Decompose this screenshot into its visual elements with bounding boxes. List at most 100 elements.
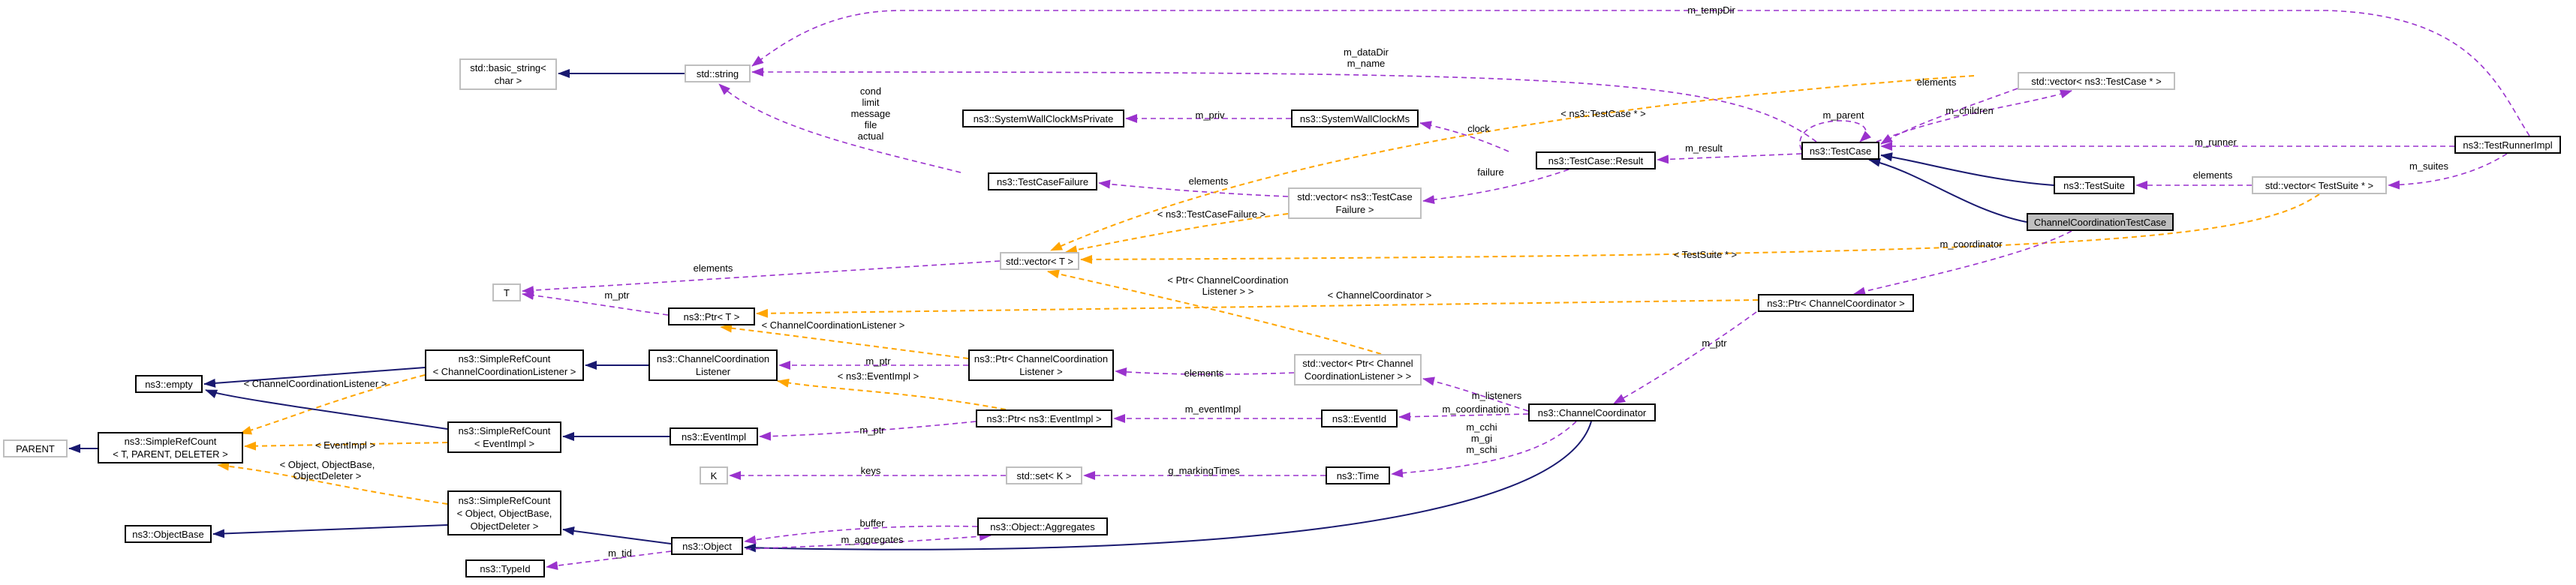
node-ptr-t[interactable]: ns3::Ptr< T > <box>668 308 755 326</box>
edge-template-failure <box>1065 213 1289 254</box>
label-m-priv: m_priv <box>1195 110 1225 121</box>
label-m-tempdir: m_tempDir <box>1687 4 1735 16</box>
label-template-suite-ptr: < TestSuite * > <box>1673 249 1738 260</box>
edge-vector-testcase-elements <box>1880 88 2018 145</box>
edge-m-ptr-eventimpl <box>759 421 977 441</box>
edge-cctc-inherits-testcase <box>1868 158 2027 223</box>
node-test-case-failure[interactable]: ns3::TestCaseFailure <box>988 172 1097 190</box>
label-m-suites: m_suites <box>2409 160 2449 172</box>
edge-object-inherits-src-object <box>562 526 672 544</box>
label-template-ccl-2: < ChannelCoordinationListener > <box>243 378 387 389</box>
label-m-parent: m_parent <box>1822 110 1864 121</box>
edge-m-ptr-t <box>522 290 669 316</box>
edge-m-aggregates <box>745 532 992 550</box>
node-parent[interactable]: PARENT <box>3 440 68 458</box>
node-simplerefcount-object[interactable]: ns3::SimpleRefCount< Object, ObjectBase,… <box>447 490 561 536</box>
label-template-eventimpl-2: < EventImpl > <box>314 440 376 451</box>
edge-m-listeners <box>1422 376 1529 412</box>
label-m-ptr-eventimpl: m_ptr <box>859 424 885 436</box>
edge-failure-elements <box>1098 179 1289 197</box>
label-template-testcase-ptr: < ns3::TestCase * > <box>1560 108 1646 119</box>
node-test-case-result[interactable]: ns3::TestCase::Result <box>1536 152 1656 170</box>
node-object[interactable]: ns3::Object <box>671 537 743 555</box>
label-g-markingtimes: g_markingTimes <box>1168 465 1240 476</box>
edge-buffer <box>744 525 978 544</box>
label-m-aggregates: m_aggregates <box>841 534 904 545</box>
label-m-children: m_children <box>1946 105 1994 116</box>
edge-template-suite <box>1080 194 2320 264</box>
node-time[interactable]: ns3::Time <box>1326 466 1390 484</box>
node-ptr-channel-coordinator[interactable]: ns3::Ptr< ChannelCoordinator > <box>1758 294 1914 312</box>
node-channel-coordination-testcase[interactable]: ChannelCoordinationTestCase <box>2027 213 2174 231</box>
label-elements-testcase: elements <box>1916 76 1957 88</box>
node-simplerefcount-ccl[interactable]: ns3::SimpleRefCount< ChannelCoordination… <box>425 350 584 381</box>
label-m-tid: m_tid <box>608 548 632 559</box>
edge-template-eventimpl-ptr <box>777 378 1007 410</box>
node-k[interactable]: K <box>700 466 728 484</box>
label-m-listeners: m_listeners <box>1471 390 1522 401</box>
edge-elements-t <box>522 260 1001 296</box>
node-object-aggregates[interactable]: ns3::Object::Aggregates <box>977 518 1108 536</box>
edge-template-ptr-ccl <box>1047 269 1382 355</box>
node-std-string[interactable]: std::string <box>685 64 751 82</box>
label-elements-t: elements <box>693 262 733 274</box>
label-m-ptr-t: m_ptr <box>604 290 630 301</box>
edge-coordinator-inherits-object <box>744 421 1592 553</box>
label-template-eventimpl: < ns3::EventImpl > <box>837 370 919 382</box>
label-m-coordinator: m_coordinator <box>1940 238 2003 250</box>
edge-template-ccl-ptr <box>720 323 969 359</box>
node-vector-t[interactable]: std::vector< T > <box>1000 252 1079 270</box>
edge-testsuite-inherits-testcase <box>1880 152 2054 186</box>
label-template-object: < Object, ObjectBase,ObjectDeleter > <box>279 459 375 482</box>
edge-m-suites <box>2388 153 2508 190</box>
node-channel-coordinator[interactable]: ns3::ChannelCoordinator <box>1528 404 1656 422</box>
node-wallclock-private[interactable]: ns3::SystemWallClockMsPrivate <box>962 110 1124 128</box>
node-simplerefcount-tpd[interactable]: ns3::SimpleRefCount< T, PARENT, DELETER … <box>98 432 243 464</box>
node-vector-testsuite[interactable]: std::vector< TestSuite * > <box>2252 176 2387 194</box>
edge-failure-strings <box>718 83 961 173</box>
node-test-runner-impl[interactable]: ns3::TestRunnerImpl <box>2454 136 2561 154</box>
edge-m-coordinator <box>1853 230 2072 296</box>
node-set-k[interactable]: std::set< K > <box>1006 466 1082 484</box>
edge-m-tid <box>546 550 672 571</box>
node-object-base[interactable]: ns3::ObjectBase <box>125 525 212 543</box>
node-ptr-eventimpl[interactable]: ns3::Ptr< ns3::EventImpl > <box>976 410 1112 428</box>
node-test-suite[interactable]: ns3::TestSuite <box>2054 176 2135 194</box>
node-t[interactable]: T <box>492 284 521 302</box>
label-m-coordination: m_coordination <box>1442 404 1509 415</box>
node-eventimpl[interactable]: ns3::EventImpl <box>670 428 758 446</box>
node-wallclock[interactable]: ns3::SystemWallClockMs <box>1291 110 1419 128</box>
node-eventid[interactable]: ns3::EventId <box>1321 410 1398 428</box>
edge-m-parent <box>1799 120 1872 151</box>
node-test-case[interactable]: ns3::TestCase <box>1801 142 1879 160</box>
label-buffer: buffer <box>859 518 885 529</box>
node-basic-string[interactable]: std::basic_string<char > <box>459 58 557 90</box>
label-template-failure: < ns3::TestCaseFailure > <box>1157 208 1266 220</box>
edge-failure <box>1422 169 1569 205</box>
edge-m-result <box>1657 153 1802 164</box>
edge-vector-ccl-elements <box>1115 368 1295 376</box>
label-template-channel-coordinator: < ChannelCoordinator > <box>1327 290 1432 301</box>
node-vector-testcase[interactable]: std::vector< ns3::TestCase * > <box>2018 72 2175 90</box>
label-m-result: m_result <box>1685 142 1723 154</box>
edge-src-eventimpl-inherits-empty <box>205 389 448 430</box>
edge-tempdir <box>751 10 2530 136</box>
edge-src-ccl-inherits-empty <box>203 367 426 388</box>
node-simplerefcount-eventimpl[interactable]: ns3::SimpleRefCount< EventImpl > <box>447 422 561 453</box>
node-empty[interactable]: ns3::empty <box>135 375 203 393</box>
edge-src-object-inherits-base <box>212 524 448 538</box>
node-typeid[interactable]: ns3::TypeId <box>465 560 545 578</box>
edge-m-coordination <box>1398 412 1529 422</box>
edge-m-children <box>1876 89 2072 142</box>
label-elements-failure: elements <box>1188 176 1229 187</box>
edge-template-channel-coordinator <box>756 299 1759 318</box>
